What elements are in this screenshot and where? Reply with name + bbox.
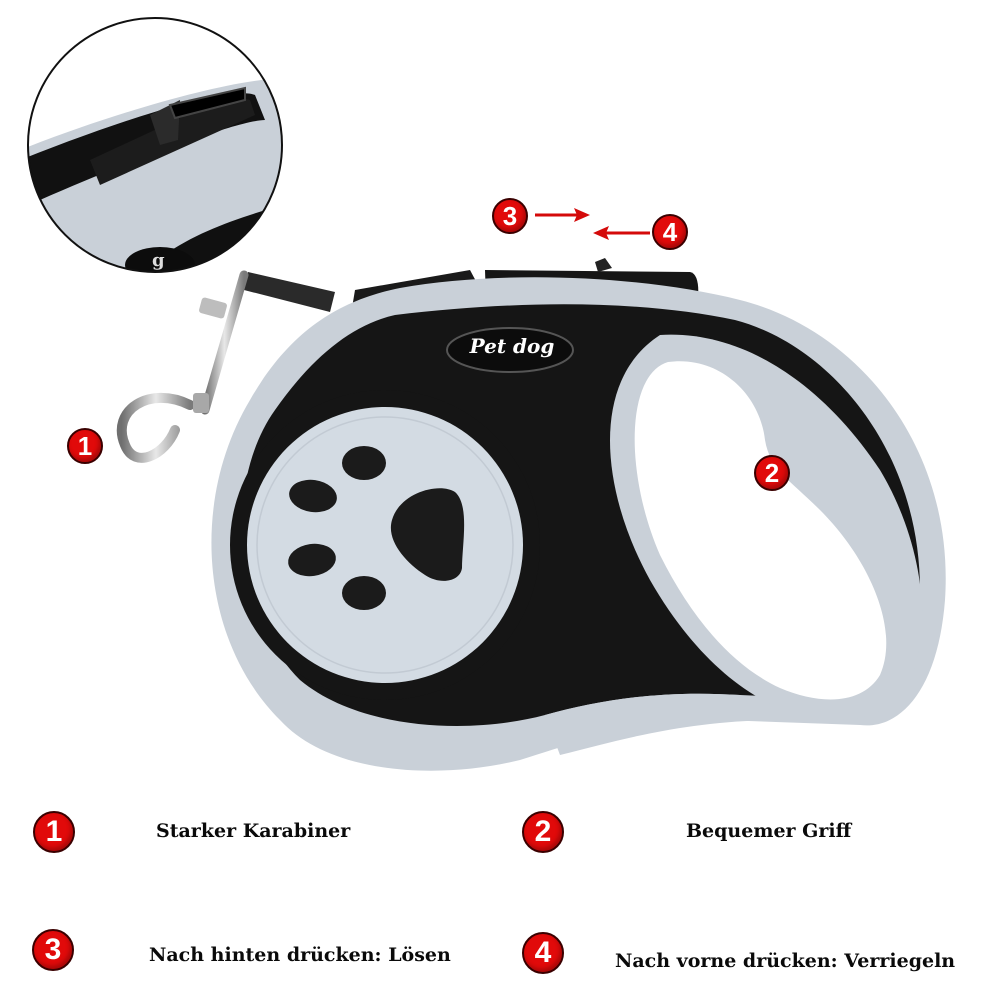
legend-text-2: Bequemer Griff [686,820,852,842]
legend-text-3: Nach hinten drücken: Lösen [149,944,451,966]
inset-partial-label: g [152,250,165,271]
paw-print-icon [288,446,465,610]
legend-badge-2: 2 [522,811,564,853]
callout-badge-1: 1 [67,428,103,464]
arrow-right-icon [535,208,590,222]
callout-badge-4: 4 [652,214,688,250]
legend-badge-4: 4 [522,932,564,974]
carabiner-icon [116,270,335,463]
legend-badge-3: 3 [32,929,74,971]
brand-logo [446,327,574,373]
legend-badge-1: 1 [33,811,75,853]
callout-badge-2: 2 [754,455,790,491]
legend-text-4: Nach vorne drücken: Verriegeln [615,950,956,972]
paw-disk [230,390,540,700]
inset-zoom-circle [27,17,283,273]
arrow-left-icon [593,226,650,240]
legend-text-1: Starker Karabiner [156,820,351,842]
callout-badge-3: 3 [492,198,528,234]
brand-logo-text: Pet dog [469,334,555,358]
